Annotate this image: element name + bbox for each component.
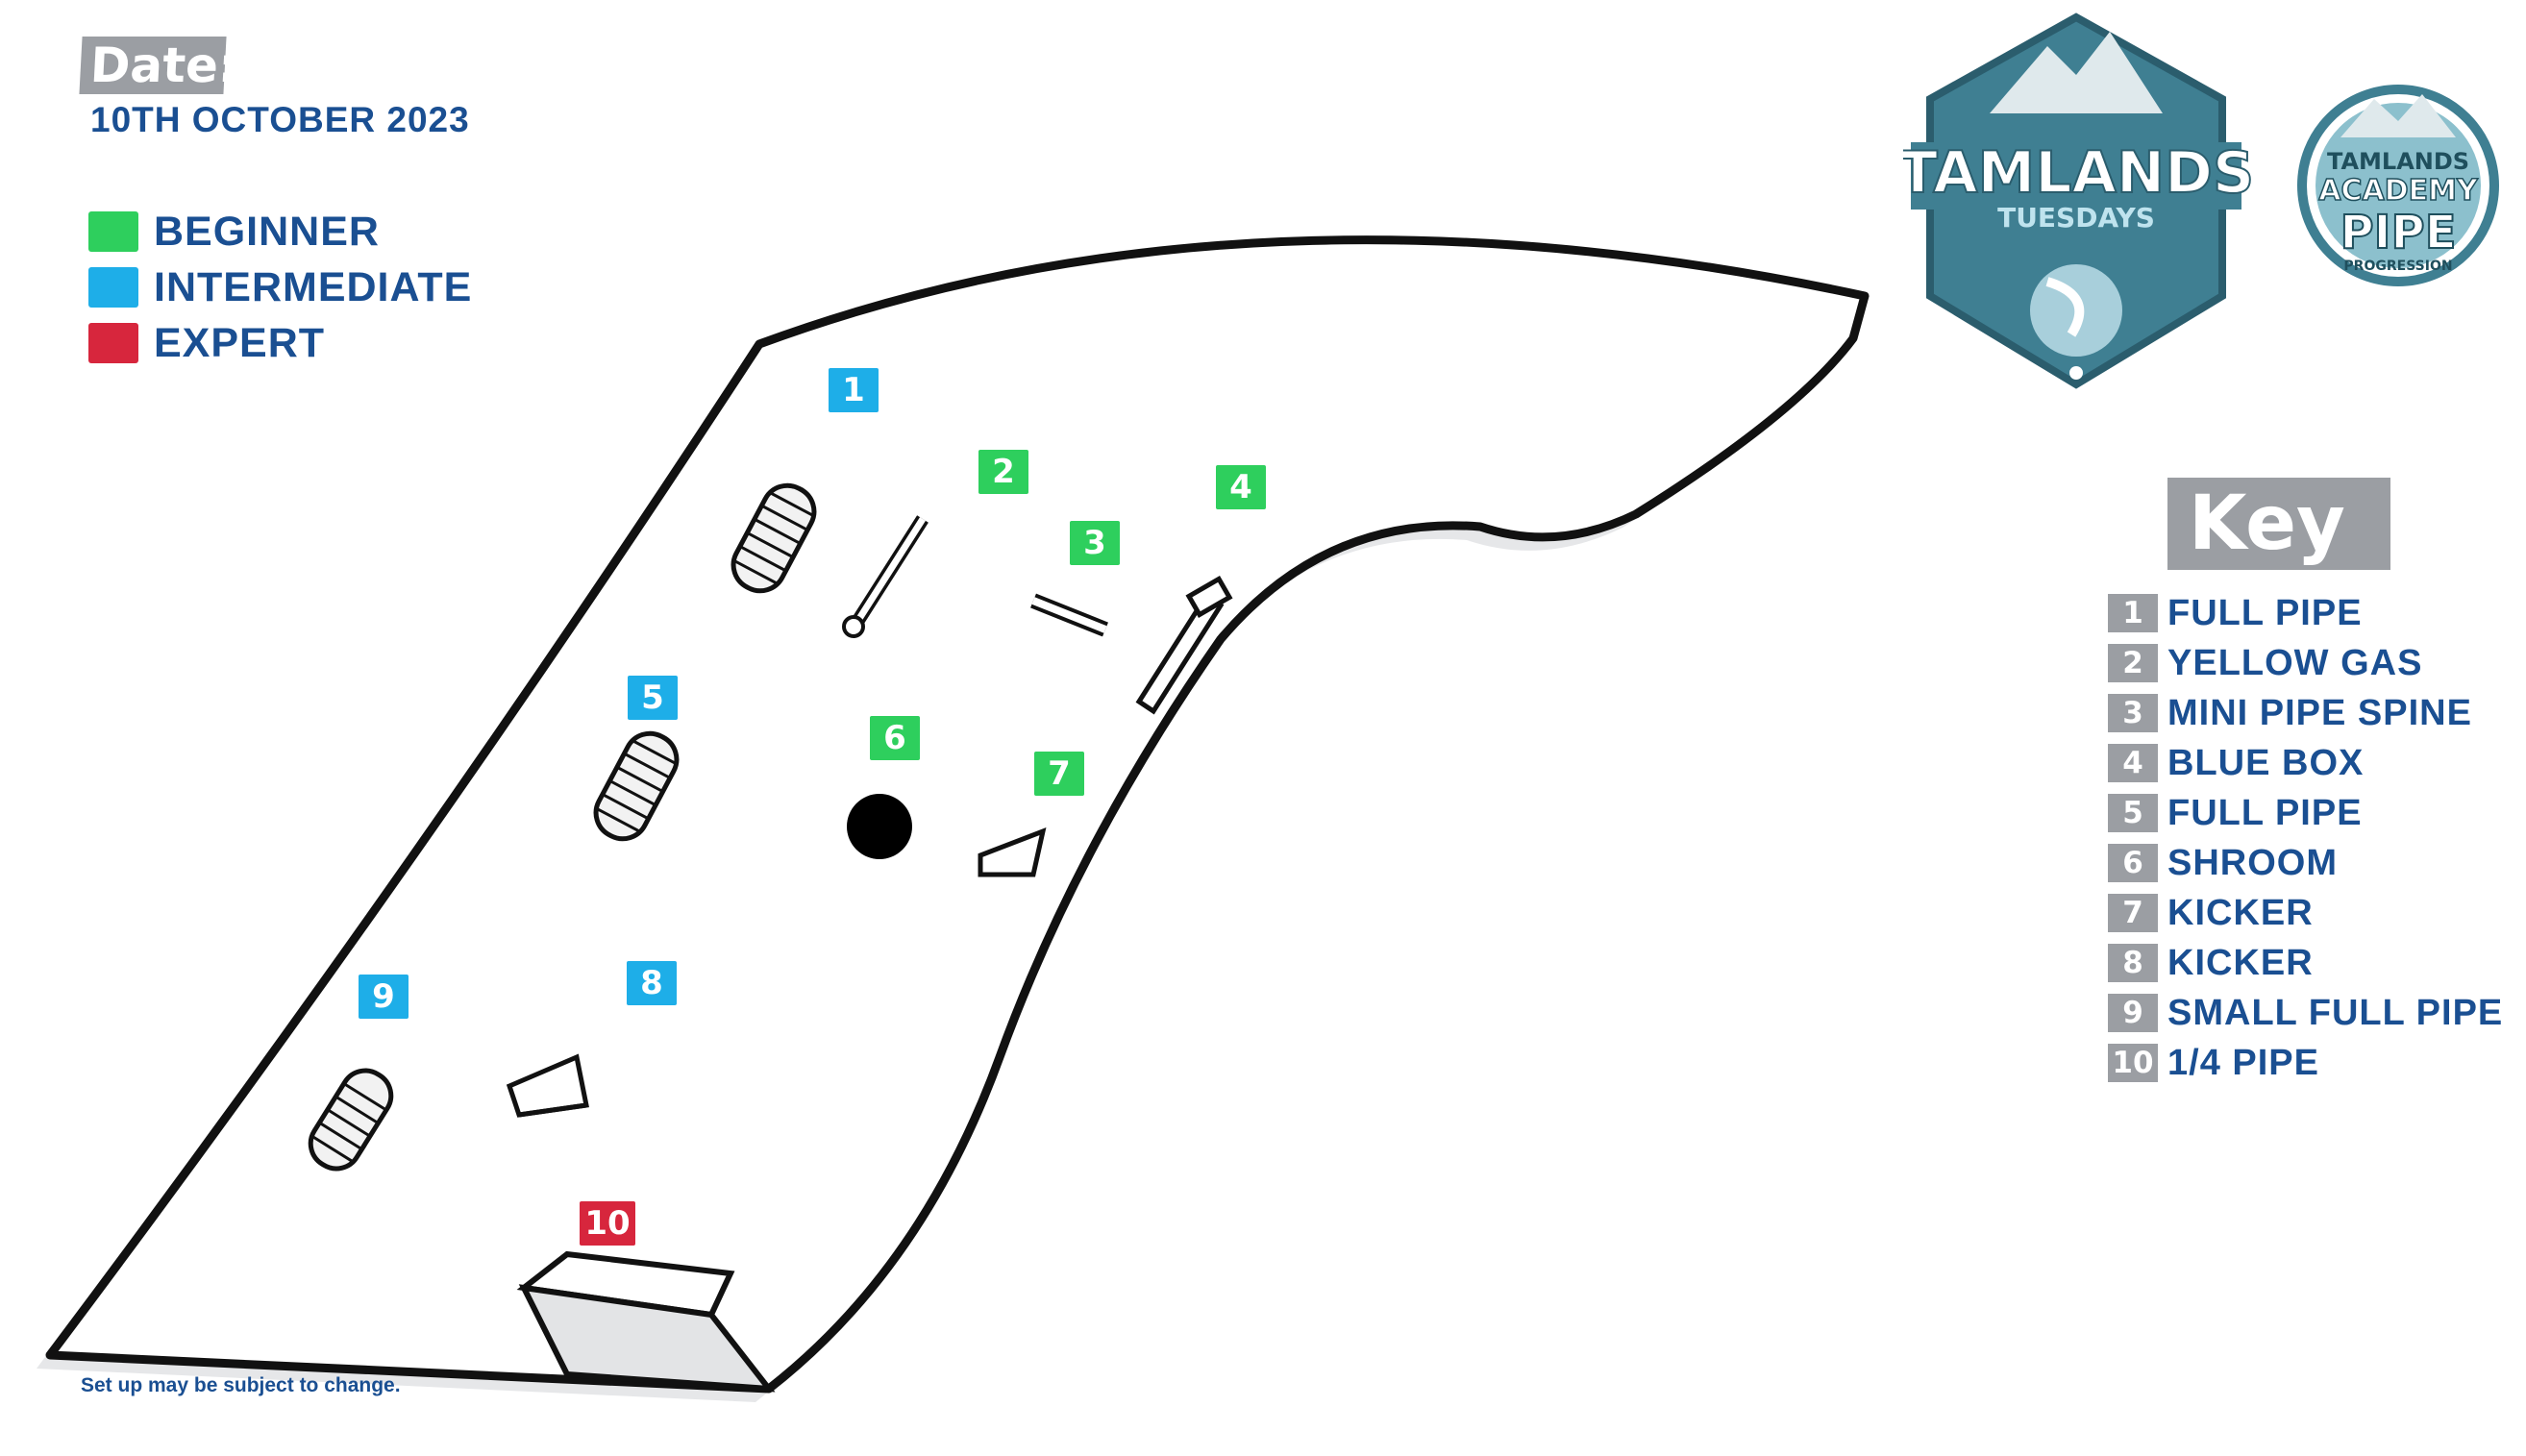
key-item-number: 7 <box>2108 894 2158 932</box>
key-item-label: FULL PIPE <box>2167 592 2363 633</box>
small-full-pipe-feature-9 <box>308 1068 394 1172</box>
key-item-number: 6 <box>2108 844 2158 882</box>
key-item: 6 SHROOM <box>2108 838 2503 888</box>
legend-label-expert: EXPERT <box>154 319 326 366</box>
key-item: 3 MINI PIPE SPINE <box>2108 688 2503 738</box>
key-item-label: KICKER <box>2167 892 2314 933</box>
key-item: 8 KICKER <box>2108 938 2503 988</box>
key-item: 10 1/4 PIPE <box>2108 1038 2503 1088</box>
key-item-number: 5 <box>2108 794 2158 832</box>
map-marker-5: 5 <box>628 676 678 720</box>
legend-label-beginner: BEGINNER <box>154 208 380 255</box>
legend-item-expert: EXPERT <box>88 315 472 371</box>
key-item-label: SHROOM <box>2167 842 2338 883</box>
mini-pipe-spine-feature <box>1030 593 1108 637</box>
slope-surface <box>45 235 1870 1394</box>
map-marker-9: 9 <box>359 975 409 1019</box>
legend-swatch-expert <box>88 323 138 363</box>
tamlands-academy-logo: TAMLANDS ACADEMY PIPE PROGRESSION <box>2297 85 2499 286</box>
academy-logo-line4: PROGRESSION <box>2343 259 2452 274</box>
kicker-feature-8 <box>506 1053 589 1118</box>
key-item-number: 10 <box>2108 1044 2158 1082</box>
map-marker-3: 3 <box>1070 521 1120 565</box>
logos: TAMLANDS TUESDAYS TAMLANDS ACADEMY PIPE … <box>1903 12 2499 389</box>
map-marker-6: 6 <box>870 716 920 760</box>
key-item: 4 BLUE BOX <box>2108 738 2503 788</box>
key-item: 2 YELLOW GAS <box>2108 638 2503 688</box>
tuesdays-logo-line2: TUESDAYS <box>1997 202 2155 234</box>
key-item-number: 9 <box>2108 994 2158 1032</box>
legend-label-intermediate: INTERMEDIATE <box>154 263 473 310</box>
map-marker-10: 10 <box>580 1201 635 1246</box>
key-item-label: FULL PIPE <box>2167 792 2363 833</box>
key-item-number: 4 <box>2108 744 2158 782</box>
blue-box-feature <box>1135 576 1233 715</box>
key-item-number: 1 <box>2108 594 2158 632</box>
difficulty-legend: BEGINNER INTERMEDIATE EXPERT <box>88 204 472 371</box>
map-marker-7: 7 <box>1034 752 1084 796</box>
date-label: Date: <box>79 37 239 94</box>
key-item-label: YELLOW GAS <box>2167 642 2423 683</box>
map-marker-4: 4 <box>1216 465 1266 509</box>
legend-swatch-intermediate <box>88 267 138 308</box>
map-marker-8: 8 <box>627 961 677 1005</box>
key-item-number: 8 <box>2108 944 2158 982</box>
shroom-feature <box>847 794 912 859</box>
legend-swatch-beginner <box>88 211 138 252</box>
key-title: Key <box>2167 478 2390 570</box>
key-item: 9 SMALL FULL PIPE <box>2108 988 2503 1038</box>
tamlands-tuesdays-logo: TAMLANDS TUESDAYS <box>1903 12 2255 389</box>
key-item: 1 FULL PIPE <box>2108 588 2503 638</box>
legend-item-beginner: BEGINNER <box>88 204 472 259</box>
key-item-label: KICKER <box>2167 942 2314 983</box>
academy-logo-line3: PIPE <box>2340 206 2456 259</box>
academy-logo-line1: TAMLANDS <box>2327 148 2469 175</box>
legend-item-intermediate: INTERMEDIATE <box>88 259 472 315</box>
full-pipe-feature-5 <box>593 730 680 842</box>
tuesdays-logo-line1: TAMLANDS <box>1903 139 2254 207</box>
key-item-label: BLUE BOX <box>2167 742 2365 783</box>
key-item-label: 1/4 PIPE <box>2167 1042 2319 1083</box>
key-item-label: SMALL FULL PIPE <box>2167 992 2504 1033</box>
feature-key-list: 1 FULL PIPE 2 YELLOW GAS 3 MINI PIPE SPI… <box>2108 588 2503 1088</box>
key-item-number: 2 <box>2108 644 2158 682</box>
key-item: 5 FULL PIPE <box>2108 788 2503 838</box>
key-item-label: MINI PIPE SPINE <box>2167 692 2472 733</box>
disclaimer-text: Set up may be subject to change. <box>81 1374 401 1396</box>
kicker-feature-7 <box>978 827 1047 877</box>
key-item: 7 KICKER <box>2108 888 2503 938</box>
map-marker-1: 1 <box>829 368 879 412</box>
academy-logo-line2: ACADEMY <box>2318 174 2479 208</box>
full-pipe-feature-1 <box>731 482 817 594</box>
yellow-gas-rail-feature <box>842 515 929 638</box>
key-item-number: 3 <box>2108 694 2158 732</box>
date-value: 10TH OCTOBER 2023 <box>90 100 470 139</box>
map-marker-2: 2 <box>978 450 1028 494</box>
quarter-pipe-feature <box>516 1250 776 1393</box>
